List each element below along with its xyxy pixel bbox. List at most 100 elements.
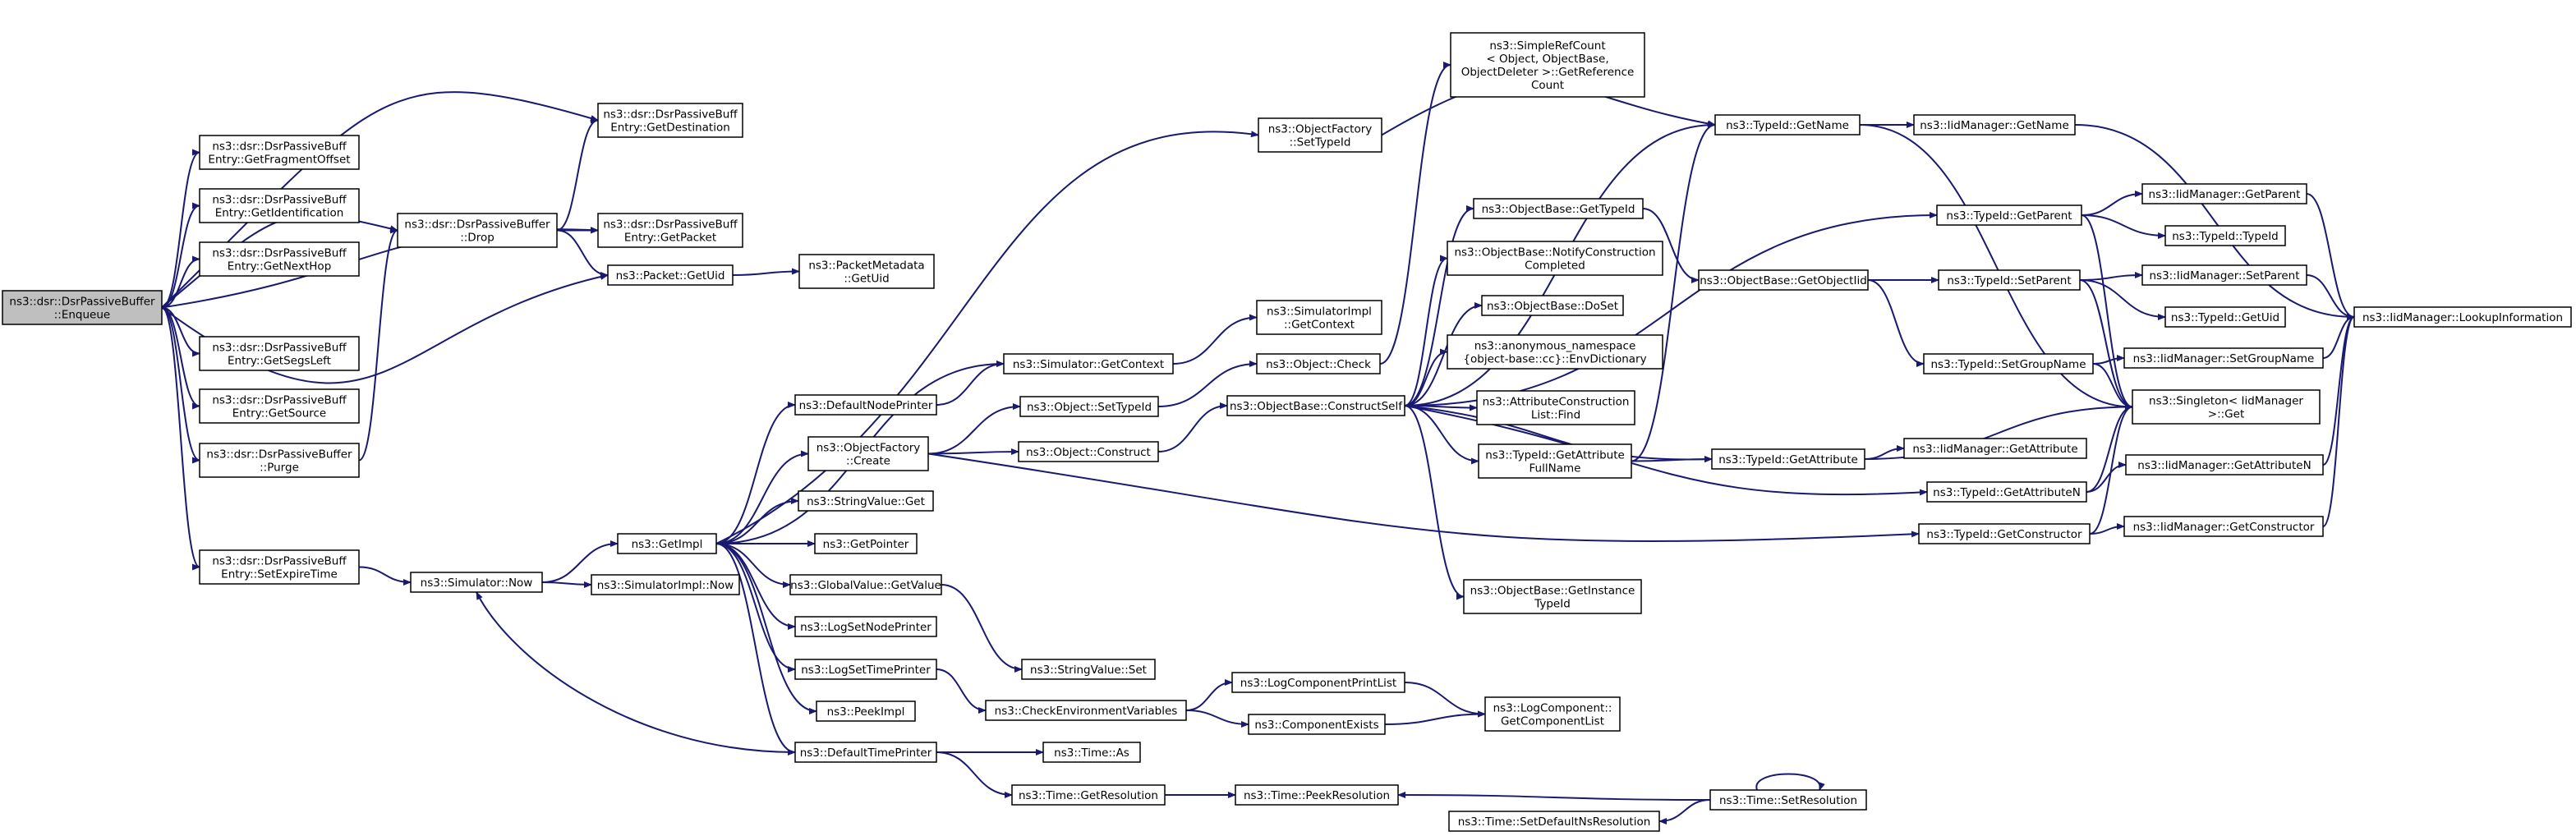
function-node-simplerefcount[interactable]: ns3::SimpleRefCount< Object, ObjectBase,… — [1450, 32, 1645, 98]
function-node-peekimpl[interactable]: ns3::PeekImpl — [816, 700, 916, 722]
function-node-label: ::SetTypeId — [1290, 136, 1351, 149]
function-node-drop[interactable]: ns3::dsr::DsrPassiveBuffer::Drop — [397, 213, 558, 248]
function-node-label: ns3::CheckEnvironmentVariables — [995, 705, 1178, 718]
function-node-box — [1473, 198, 1644, 219]
function-node-box — [1042, 742, 1141, 763]
function-node-obnotify[interactable]: ns3::ObjectBase::NotifyConstructionCompl… — [1447, 241, 1663, 276]
function-node-typeidgetparent[interactable]: ns3::TypeId::GetParent — [1936, 204, 2082, 226]
function-node-label: ns3::TypeId::SetParent — [1947, 274, 2071, 287]
function-node-typeidgetconstructor[interactable]: ns3::TypeId::GetConstructor — [1918, 523, 2091, 544]
function-node-label: ns3::IidManager::GetAttributeN — [2137, 459, 2311, 472]
function-node-getpointer[interactable]: ns3::GetPointer — [814, 533, 918, 554]
function-node-box — [1447, 334, 1663, 370]
function-node-simgetcontext[interactable]: ns3::Simulator::GetContext — [1003, 353, 1174, 374]
function-node-metadatagetuid[interactable]: ns3::PacketMetadata::GetUid — [798, 254, 935, 289]
function-node-label: ns3::SimulatorImpl::Now — [597, 579, 734, 592]
function-node-obgetobjectiid[interactable]: ns3::ObjectBase::GetObjectIid — [1698, 269, 1869, 291]
function-node-obdoset[interactable]: ns3::ObjectBase::DoSet — [1481, 295, 1624, 316]
function-node-timeas[interactable]: ns3::Time::As — [1042, 742, 1141, 763]
function-node-iidsetgroupname[interactable]: ns3::IidManager::SetGroupName — [2123, 347, 2324, 369]
function-node-envdict[interactable]: ns3::anonymous_namespace{object-base::cc… — [1447, 334, 1663, 370]
function-node-label: ns3::Packet::GetUid — [616, 269, 725, 282]
function-node-logcompprintlist[interactable]: ns3::LogComponentPrintList — [1231, 672, 1405, 693]
function-node-iidsetparent[interactable]: ns3::IidManager::SetParent — [2141, 264, 2307, 286]
function-node-label: FullName — [1530, 462, 1581, 475]
function-node-box — [410, 572, 543, 593]
function-node-stringvalueset[interactable]: ns3::StringValue::Set — [1021, 659, 1156, 680]
function-node-box — [1938, 269, 2081, 291]
function-node-logcompgetlist[interactable]: ns3::LogComponent::GetComponentList — [1484, 696, 1621, 732]
function-node-label: ns3::ComponentExists — [1254, 719, 1378, 732]
function-node-label: ns3::IidManager::GetConstructor — [2133, 521, 2315, 534]
function-node-iidgetattributen[interactable]: ns3::IidManager::GetAttributeN — [2125, 454, 2324, 475]
function-node-label: ns3::TypeId::GetAttribute — [1485, 449, 1625, 462]
function-node-label: ns3::dsr::DsrPassiveBuffer — [9, 296, 155, 309]
function-node-defaulttimeprinter[interactable]: ns3::DefaultTimePrinter — [794, 742, 937, 763]
function-node-getfragmentoffset[interactable]: ns3::dsr::DsrPassiveBuffEntry::GetFragme… — [199, 135, 360, 170]
function-node-timesetdefaultns[interactable]: ns3::Time::SetDefaultNsResolution — [1448, 811, 1660, 832]
function-node-label: ns3::AttributeConstruction — [1483, 396, 1630, 409]
function-node-typeidgetattribute[interactable]: ns3::TypeId::GetAttribute — [1711, 448, 1865, 470]
function-node-box — [1256, 353, 1381, 374]
function-node-obconstructself[interactable]: ns3::ObjectBase::ConstructSelf — [1226, 395, 1405, 416]
function-node-timegetres[interactable]: ns3::Time::GetResolution — [1011, 784, 1166, 806]
function-node-timesetres[interactable]: ns3::Time::SetResolution — [1709, 789, 1867, 811]
function-node-checkenv[interactable]: ns3::CheckEnvironmentVariables — [985, 700, 1187, 721]
function-node-ofsettypeid[interactable]: ns3::ObjectFactory::SetTypeId — [1258, 117, 1382, 153]
function-node-getidentification[interactable]: ns3::dsr::DsrPassiveBuffEntry::GetIdenti… — [199, 188, 360, 223]
function-node-setexpiretime[interactable]: ns3::dsr::DsrPassiveBuffEntry::SetExpire… — [199, 549, 360, 585]
function-node-typeidgetname[interactable]: ns3::TypeId::GetName — [1714, 114, 1861, 136]
function-node-purge[interactable]: ns3::dsr::DsrPassiveBuffer::Purge — [199, 443, 360, 478]
function-node-objectcheck[interactable]: ns3::Object::Check — [1256, 353, 1381, 374]
function-node-simimplgetcontext[interactable]: ns3::SimulatorImpl::GetContext — [1256, 300, 1382, 335]
function-node-box — [794, 742, 937, 763]
function-node-ofcreate[interactable]: ns3::ObjectFactory::Create — [807, 436, 929, 471]
function-node-stringvalueget[interactable]: ns3::StringValue::Get — [798, 490, 934, 512]
function-node-compexists[interactable]: ns3::ComponentExists — [1248, 714, 1386, 735]
function-node-typeidgetuid[interactable]: ns3::TypeId::GetUid — [2164, 306, 2286, 328]
function-node-typeidtypeid[interactable]: ns3::TypeId::TypeId — [2164, 225, 2286, 246]
call-edge-timesetres-to-timepeekres — [1397, 792, 1711, 801]
function-node-iidgetname[interactable]: ns3::IidManager::GetName — [1913, 114, 2076, 136]
function-node-getsegsleft[interactable]: ns3::dsr::DsrPassiveBuffEntry::GetSegsLe… — [199, 336, 360, 371]
function-node-box — [1003, 353, 1174, 374]
function-node-box — [1476, 390, 1635, 425]
function-node-singletonget[interactable]: ns3::Singleton< IidManager>::Get — [2132, 389, 2321, 425]
function-node-label: ns3::IidManager::SetParent — [2150, 269, 2300, 282]
function-node-label: ns3::PacketMetadata — [808, 260, 924, 273]
function-node-iidgetparent[interactable]: ns3::IidManager::GetParent — [2141, 183, 2307, 204]
function-node-box — [1698, 269, 1869, 291]
function-node-label: ns3::TypeId::GetAttributeN — [1933, 486, 2081, 499]
function-node-objectsettypeid[interactable]: ns3::Object::SetTypeId — [1019, 396, 1159, 417]
function-node-packetgetuid[interactable]: ns3::Packet::GetUid — [607, 264, 734, 286]
function-node-logsettimeprinter[interactable]: ns3::LogSetTimePrinter — [794, 659, 937, 680]
function-node-label: ns3::GlobalValue::GetValue — [790, 579, 941, 592]
function-node-getimpl[interactable]: ns3::GetImpl — [617, 533, 717, 554]
function-node-label: ObjectDeleter >::GetReference — [1461, 66, 1635, 79]
function-node-box — [1913, 114, 2076, 136]
function-node-box — [1918, 523, 2091, 544]
function-node-typeidgetattributen[interactable]: ns3::TypeId::GetAttributeN — [1926, 481, 2087, 503]
function-node-logsetnodeprinter[interactable]: ns3::LogSetNodePrinter — [794, 616, 937, 637]
call-edge-typeidgetparent-to-singletonget — [2081, 214, 2133, 411]
function-node-globalvaluegetvalue[interactable]: ns3::GlobalValue::GetValue — [789, 574, 942, 595]
function-node-typeidsetgroupname[interactable]: ns3::TypeId::SetGroupName — [1923, 353, 2094, 374]
function-node-enqueue[interactable]: ns3::dsr::DsrPassiveBuffer::Enqueue — [2, 290, 163, 325]
function-node-getdestination[interactable]: ns3::dsr::DsrPassiveBuffEntry::GetDestin… — [597, 103, 743, 138]
function-node-objectconstruct[interactable]: ns3::Object::Construct — [1018, 441, 1159, 462]
function-node-defaultnodeprinter[interactable]: ns3::DefaultNodePrinter — [794, 394, 937, 416]
function-node-iidlookup[interactable]: ns3::IidManager::LookupInformation — [2353, 306, 2572, 328]
function-node-obgettypeid[interactable]: ns3::ObjectBase::GetTypeId — [1473, 198, 1644, 219]
function-node-iidgetattribute[interactable]: ns3::IidManager::GetAttribute — [1903, 438, 2087, 459]
function-node-timepeekres[interactable]: ns3::Time::PeekResolution — [1235, 784, 1399, 806]
function-node-getnexthop[interactable]: ns3::dsr::DsrPassiveBuffEntry::GetNextHo… — [199, 241, 360, 277]
function-node-typeidsetparent[interactable]: ns3::TypeId::SetParent — [1938, 269, 2081, 291]
function-node-simnow[interactable]: ns3::Simulator::Now — [410, 572, 543, 593]
function-node-iidgetconstructor[interactable]: ns3::IidManager::GetConstructor — [2123, 516, 2324, 537]
function-node-simimplnow[interactable]: ns3::SimulatorImpl::Now — [591, 574, 740, 595]
